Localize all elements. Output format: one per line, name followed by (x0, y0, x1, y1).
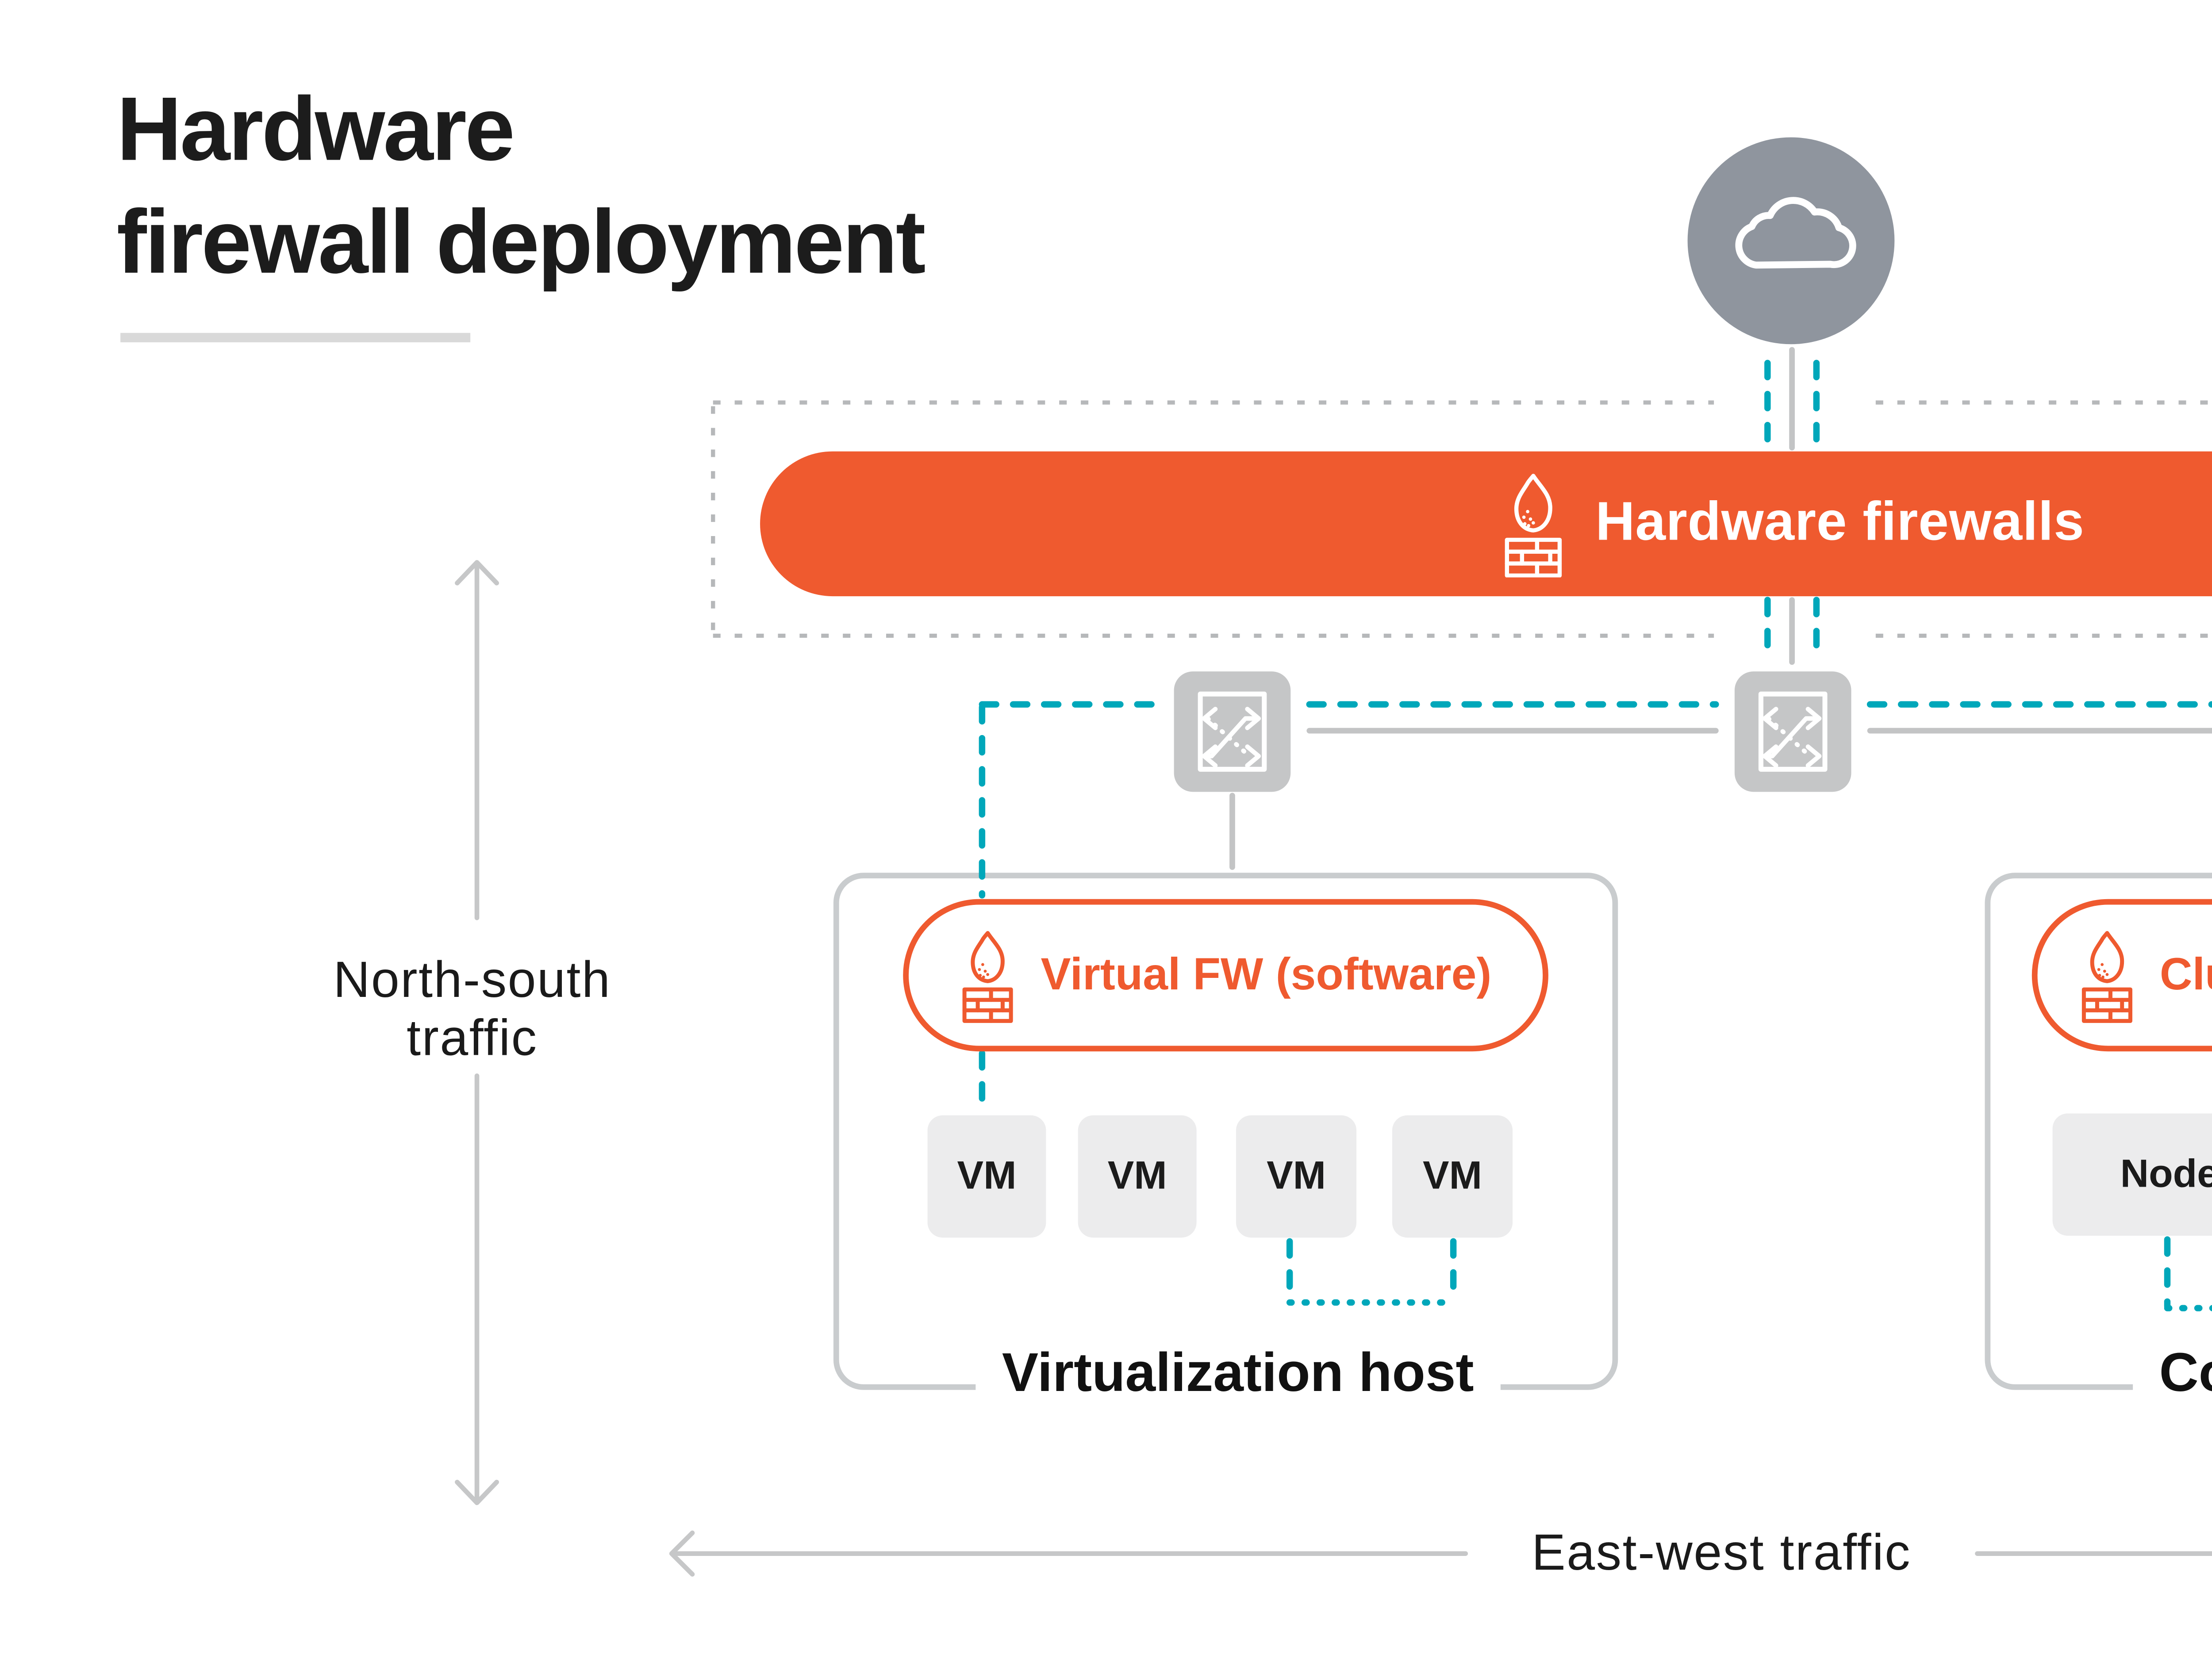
ew-arrow-left-head (669, 1530, 695, 1577)
cloud-icon (1735, 197, 1856, 269)
virtual-fw-pill: Virtual FW (software) (903, 899, 1548, 1052)
page-title-line2: firewall deployment (116, 194, 926, 294)
switch-solid-head-left (1202, 744, 1218, 768)
page-title-line1: Hardware (116, 80, 515, 181)
flame-speckles (2097, 962, 2109, 978)
firewall-icon (2081, 930, 2132, 1022)
virtual-fw-label: Virtual FW (software) (1041, 949, 1492, 1000)
cluster-fw-label: Cluster FW (software) (2159, 949, 2212, 1000)
hardware-firewalls-label: Hardware firewalls (1595, 493, 2085, 553)
node-box-1: Node 1 (2052, 1113, 2212, 1236)
horizontal-double-arrow-icon (669, 1530, 2212, 1577)
north-south-traffic-label: North-south traffic (333, 952, 611, 1069)
ns-arrow-up-head (455, 560, 499, 586)
north-south-line2: traffic (407, 1010, 538, 1067)
title-underline (120, 333, 471, 342)
switch-solid-head-right (1245, 707, 1261, 730)
page-title: Hardware firewall deployment (116, 75, 926, 301)
switch-middle (1734, 671, 1851, 792)
brick-wall (2081, 986, 2132, 1022)
cluster-fw-pill: Cluster FW (software) (2032, 899, 2212, 1052)
flame-speckles (1522, 509, 1535, 527)
vm-box-4: VM (1392, 1115, 1513, 1238)
hardware-firewalls-bar: Hardware firewalls (760, 451, 2212, 597)
vm-box-1: VM (927, 1115, 1046, 1238)
vm-box-2: VM (1078, 1115, 1197, 1238)
flame-speckles (978, 962, 990, 978)
brick-wall (1505, 536, 1562, 577)
north-south-line1: North-south (333, 951, 611, 1008)
east-west-traffic-label: East-west traffic (1532, 1524, 1912, 1581)
switch-icon (1198, 691, 1267, 772)
brick-wall (963, 986, 1014, 1022)
vm-box-3: VM (1236, 1115, 1357, 1238)
ns-arrow-down-head (455, 1479, 499, 1506)
firewall-icon (1505, 473, 1562, 577)
switch-icon (1758, 691, 1828, 772)
switch-dashed-head-left (1202, 707, 1218, 730)
internet-cloud-badge (1687, 137, 1895, 345)
switch-dashed-head-right (1245, 744, 1261, 768)
virtualization-host-label: Virtualization host (975, 1344, 1501, 1406)
container-host-label: Container host (2133, 1344, 2212, 1406)
firewall-icon (963, 930, 1014, 1022)
switch-left (1174, 671, 1291, 792)
